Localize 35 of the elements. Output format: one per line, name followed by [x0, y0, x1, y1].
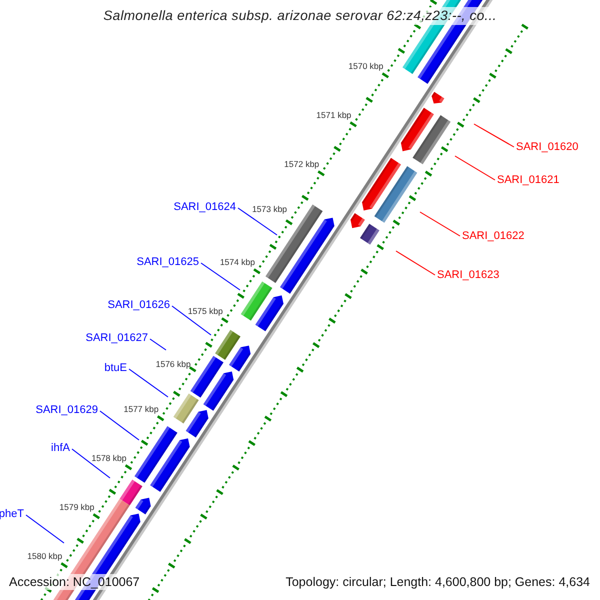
gene-label: SARI_01624: [174, 200, 236, 214]
gene-label: pheT: [0, 507, 24, 521]
leader-line: [396, 250, 436, 276]
leader-line: [200, 262, 240, 290]
gene-label: SARI_01625: [136, 255, 199, 269]
position-label: 1573 kbp: [252, 204, 288, 214]
leader-line: [150, 338, 166, 350]
gene-label: SARI_01629: [36, 403, 98, 417]
position-label: 1576 kbp: [156, 359, 191, 370]
leader-line: [172, 306, 212, 336]
gene-label: SARI_01623: [437, 268, 500, 282]
gene-label: SARI_01627: [86, 331, 148, 345]
leader-line: [72, 448, 110, 478]
position-label: 1577 kbp: [124, 404, 159, 414]
position-label: 1580 kbp: [27, 551, 62, 562]
leader-line: [238, 208, 278, 236]
position-label: 1574 kbp: [220, 257, 255, 268]
leader-line: [420, 212, 460, 236]
leader-line: [128, 368, 168, 398]
leader-line: [100, 410, 140, 440]
position-label: 1570 kbp: [348, 61, 384, 72]
position-label: 1575 kbp: [188, 306, 223, 316]
gene-label: btuE: [104, 361, 127, 375]
position-label: 1571 kbp: [316, 110, 352, 120]
position-label: 1578 kbp: [92, 453, 126, 464]
gene-label: SARI_01622: [462, 229, 524, 243]
position-label: 1579 kbp: [59, 502, 94, 512]
position-label: 1572 kbp: [284, 159, 320, 170]
gene-label: SARI_01621: [497, 173, 560, 187]
gene-label: ihfA: [51, 441, 70, 455]
leader-line: [474, 124, 514, 148]
leader-line: [454, 156, 496, 180]
gene-label: SARI_01620: [516, 140, 578, 154]
leader-line: [26, 514, 64, 544]
gene-label: SARI_01626: [108, 298, 170, 312]
